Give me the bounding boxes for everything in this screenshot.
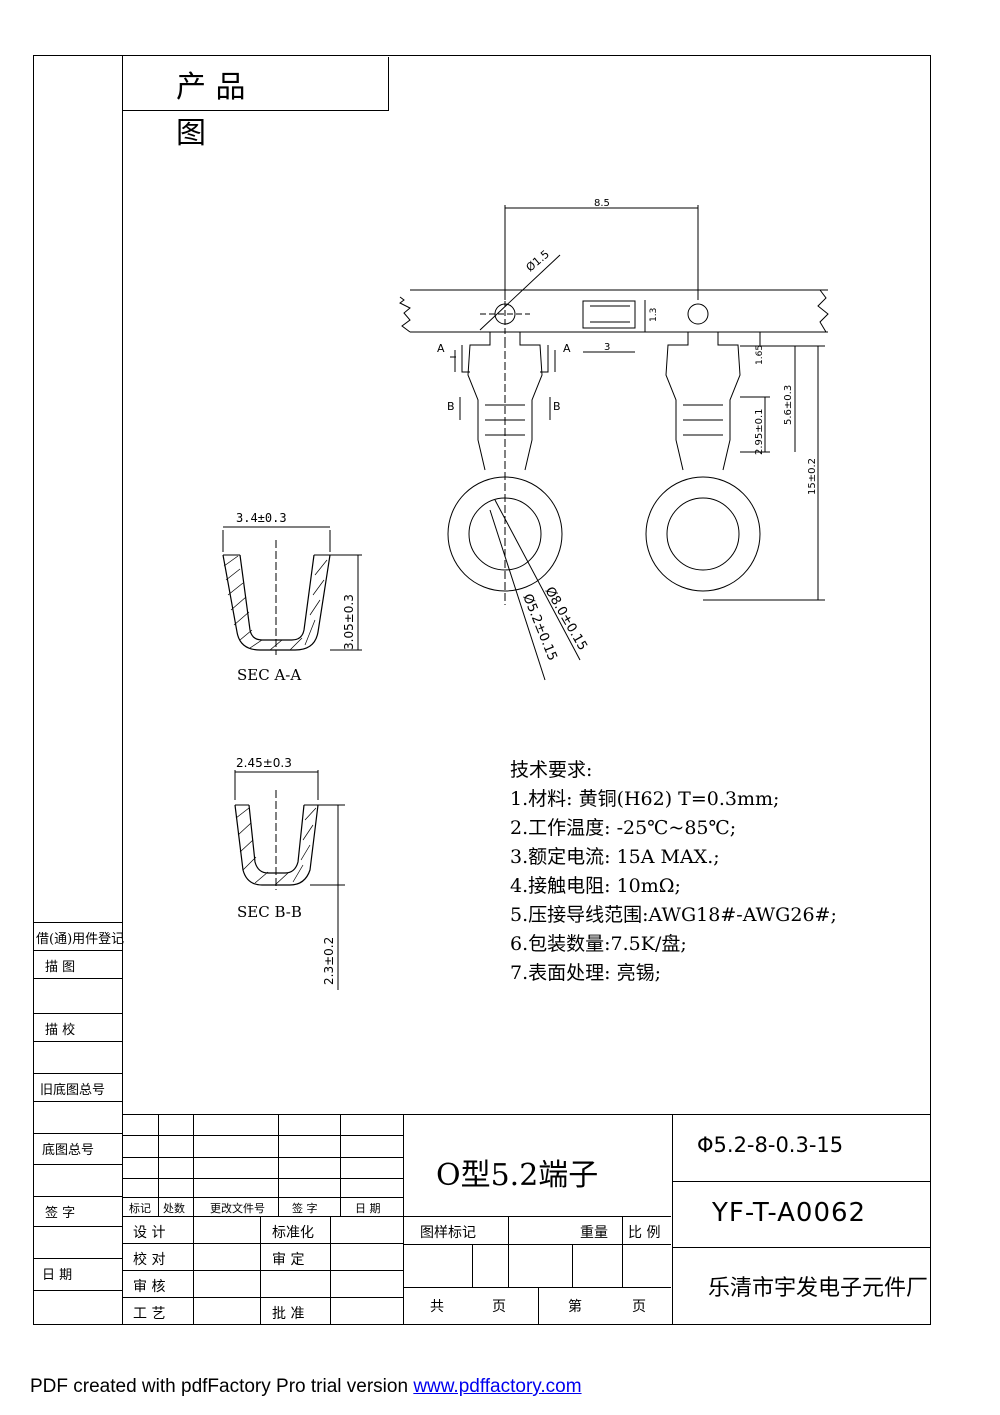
row-label: 校 对 (133, 1252, 166, 1268)
approval-label: 审 定 (272, 1252, 305, 1268)
section-a-mark-right: A (563, 342, 571, 355)
tech-item: 3.额定电流: 15A MAX.; (510, 846, 720, 868)
left-panel-item: 借(通)用件登记 (36, 932, 125, 947)
tech-item: 4.接触电阻: 10mΩ; (510, 875, 681, 897)
dim-hole-label: Ø1.5 (524, 248, 552, 275)
dim-width-label: 8.5 (594, 198, 610, 209)
section-b-mark-left: B (447, 400, 455, 413)
dim-165-label: 1.65 (755, 345, 765, 365)
tech-item: 1.材料: 黄铜(H62) T=0.3mm; (510, 788, 780, 810)
company-name: 乐清市宇发电子元件厂 (708, 1276, 929, 1301)
header-title-line2: 图 (176, 116, 206, 151)
approval-label: 标准化 (272, 1225, 314, 1241)
dim-15-label: 15±0.2 (807, 458, 818, 495)
section-aa-height: 3.05±0.3 (342, 594, 356, 650)
tech-requirements: 技术要求: 1.材料: 黄铜(H62) T=0.3mm; 2.工作温度: -25… (510, 756, 837, 988)
mark-header: 图样标记 (420, 1225, 476, 1241)
dim-13-label: 1.3 (649, 308, 659, 322)
approval-label: 批 准 (272, 1306, 305, 1322)
rev-header: 更改文件号 (210, 1202, 265, 1215)
footer-link[interactable]: www.pdffactory.com (413, 1376, 582, 1397)
left-column (33, 55, 123, 1325)
section-b-mark-right: B (553, 400, 561, 413)
page-label: 共 (430, 1299, 444, 1315)
drawing-frame (33, 55, 931, 1325)
mark-header: 比 例 (628, 1225, 661, 1241)
tech-item: 6.包装数量:7.5K/盘; (510, 933, 687, 955)
section-aa-caption: SEC A-A (237, 666, 302, 684)
pdf-footer: PDF created with pdfFactory Pro trial ve… (30, 1376, 582, 1398)
tech-item: 7.表面处理: 亮锡; (510, 962, 661, 984)
part-number: YF-T-A0062 (712, 1198, 867, 1228)
left-panel-item: 旧底图总号 (40, 1083, 106, 1098)
left-panel-item: 日 期 (42, 1268, 73, 1283)
dim-56-label: 5.6±0.3 (783, 385, 794, 425)
product-name: O型5.2端子 (436, 1158, 599, 1193)
header-title-box (123, 57, 389, 111)
dim-295-label: 2.95±0.1 (754, 408, 765, 455)
section-bb-caption: SEC B-B (237, 903, 302, 921)
page-label: 第 (568, 1299, 582, 1315)
mark-header: 重量 (580, 1225, 608, 1241)
row-label: 工 艺 (133, 1306, 166, 1322)
spec-code: Φ5.2-8-0.3-15 (697, 1133, 844, 1157)
left-panel-item: 描 图 (45, 960, 76, 975)
rev-header: 标记 (129, 1202, 151, 1215)
rev-header: 处数 (163, 1202, 185, 1215)
tech-item: 5.压接导线范围:AWG18#-AWG26#; (510, 904, 837, 926)
rev-header: 日 期 (355, 1202, 381, 1215)
left-panel-item: 签 字 (45, 1206, 76, 1221)
page-label: 页 (492, 1299, 506, 1315)
section-bb-height: 2.3±0.2 (322, 937, 336, 985)
section-a-mark-left: A (437, 342, 445, 355)
dim-3-label: 3 (604, 342, 610, 353)
section-bb-width: 2.45±0.3 (236, 756, 292, 770)
section-aa-width: 3.4±0.3 (236, 511, 287, 525)
header-title-line1: 产 品 (176, 70, 246, 105)
row-label: 审 核 (133, 1279, 166, 1295)
row-label: 设 计 (133, 1225, 166, 1241)
page-label: 页 (632, 1299, 646, 1315)
tech-heading: 技术要求: (510, 759, 593, 781)
footer-text: PDF created with pdfFactory Pro trial ve… (30, 1376, 414, 1397)
rev-header: 签 字 (292, 1202, 318, 1215)
tech-item: 2.工作温度: -25℃~85℃; (510, 817, 737, 839)
left-panel-item: 底图总号 (42, 1143, 95, 1158)
left-panel-item: 描 校 (45, 1023, 76, 1038)
